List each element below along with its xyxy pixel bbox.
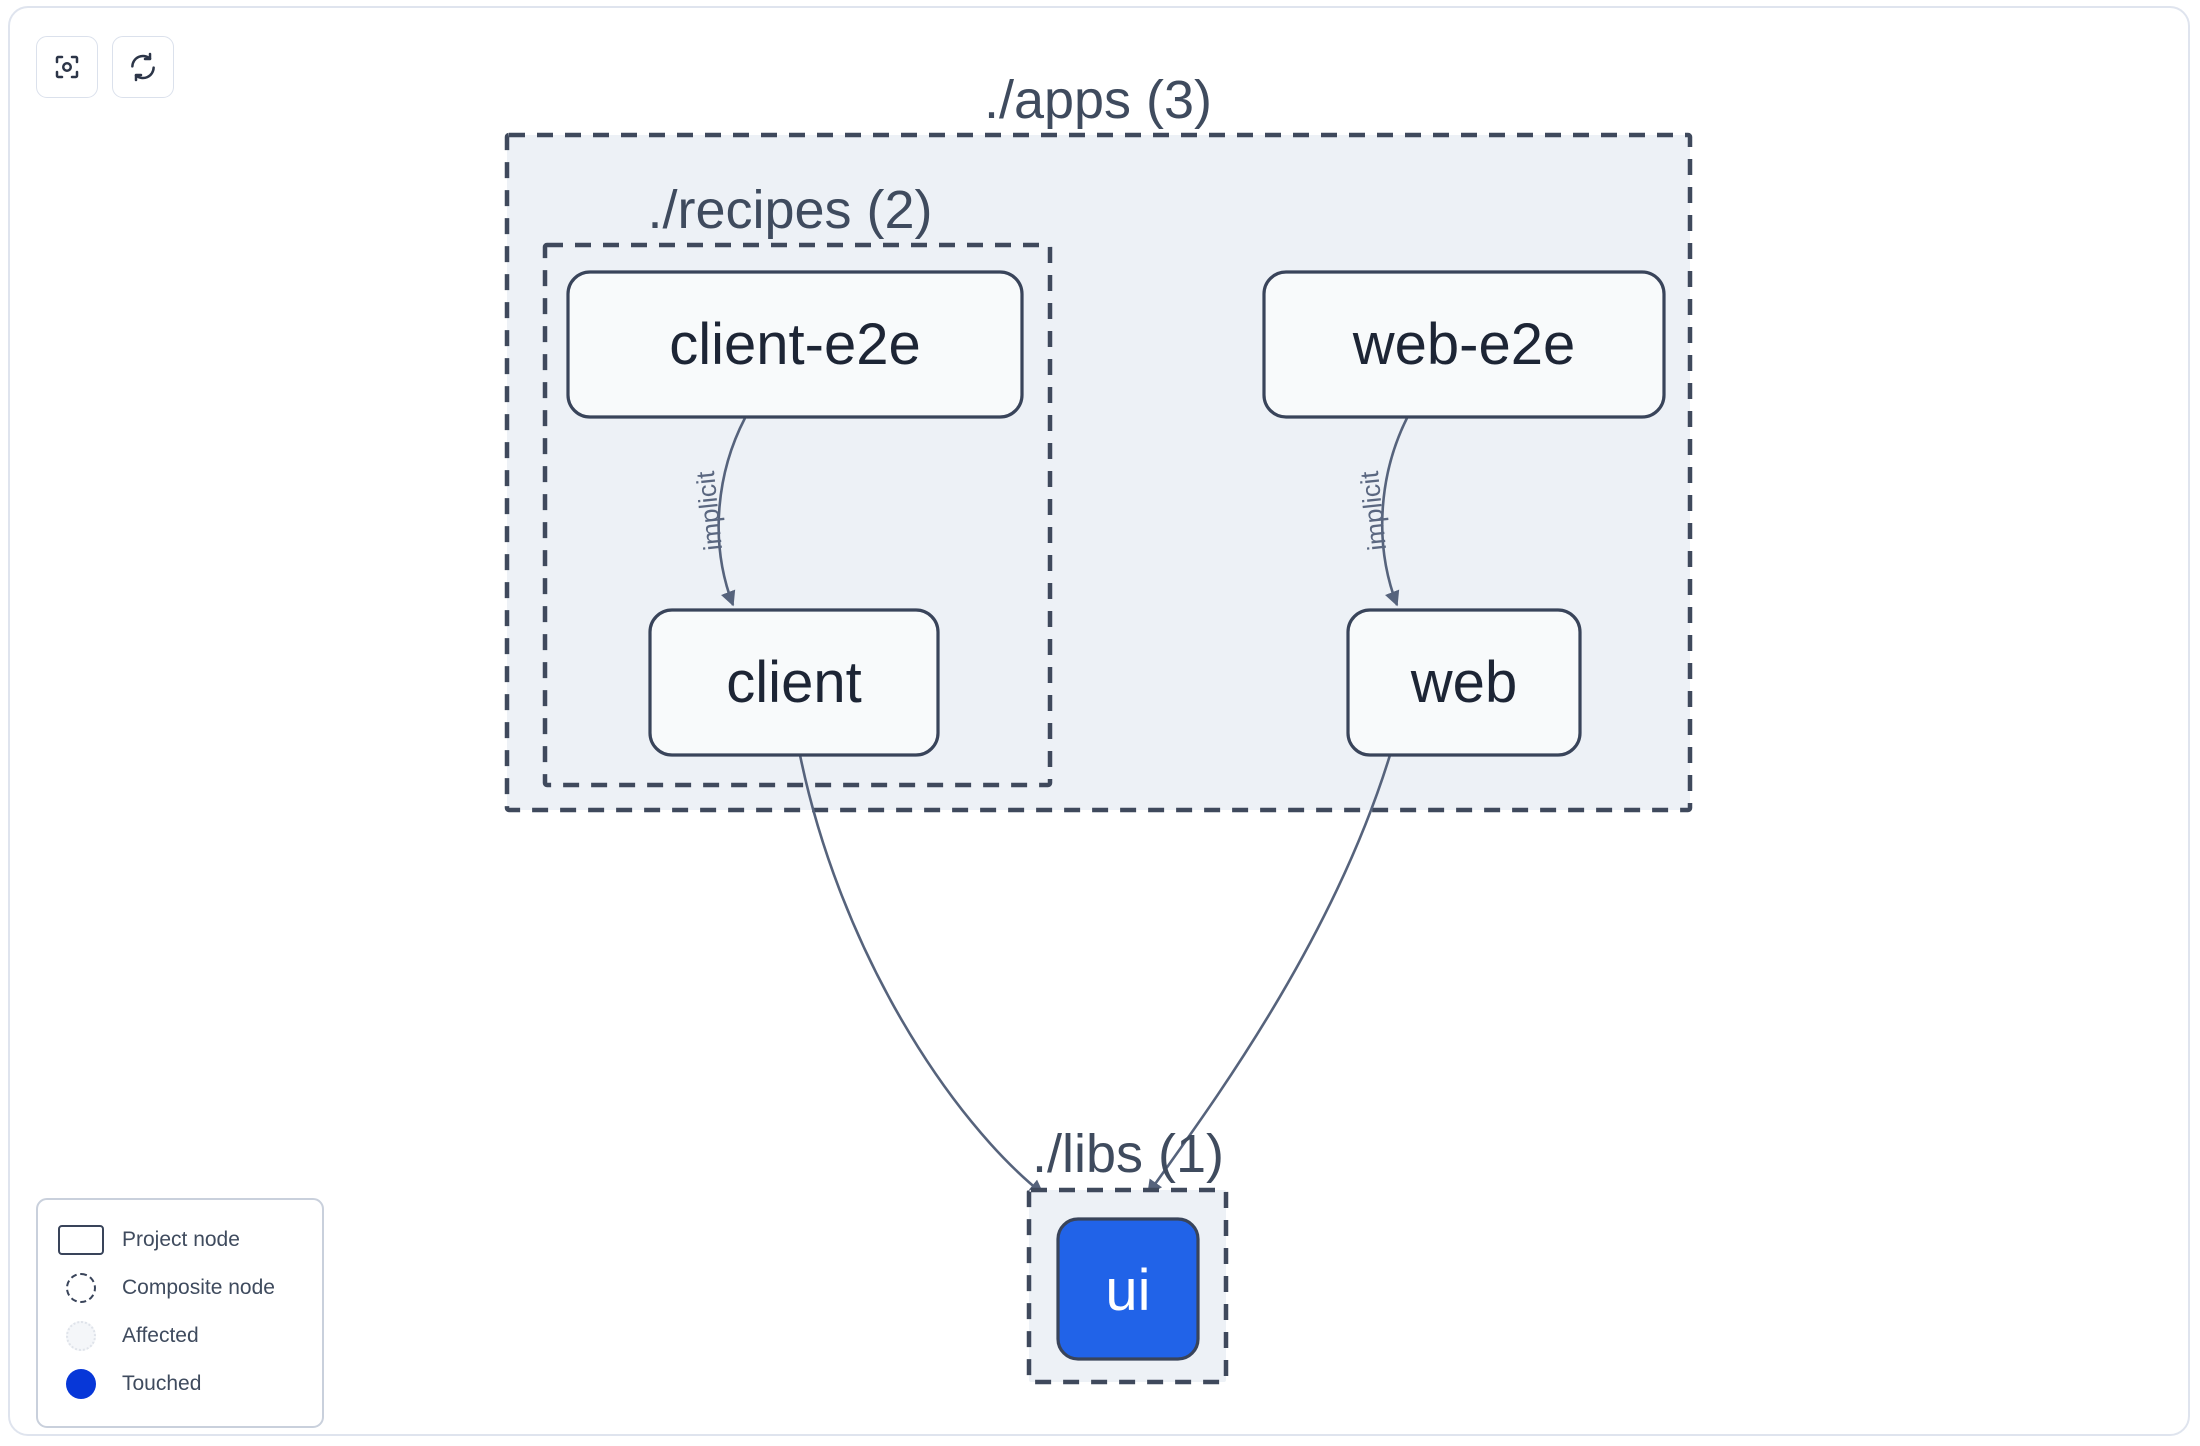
graph-legend: Project node Composite node Affected Tou… [36, 1198, 324, 1428]
legend-item-touched: Touched [56, 1360, 304, 1408]
refresh-graph-button[interactable] [112, 36, 174, 98]
group-recipes-label: ./recipes (2) [647, 180, 932, 240]
node-web-e2e-box[interactable] [1262, 270, 1666, 419]
graph-edges [717, 417, 1409, 1196]
node-web-label: web [1410, 650, 1517, 715]
group-libs-label: ./libs (1) [1032, 1124, 1224, 1184]
node-ui-label: ui [1105, 1258, 1150, 1323]
legend-item-affected: Affected [56, 1312, 304, 1360]
group-apps-label: ./apps (3) [984, 70, 1212, 130]
node-web[interactable]: web [1346, 608, 1582, 757]
edge-web-to-ui [1146, 754, 1392, 1196]
node-client-e2e-label: client-e2e [669, 312, 920, 377]
node-client-box[interactable] [648, 608, 940, 757]
legend-label-composite-node: Composite node [122, 1276, 275, 1299]
legend-label-touched: Touched [122, 1372, 202, 1395]
touched-swatch [56, 1367, 106, 1401]
composite-node-swatch [56, 1271, 106, 1305]
legend-label-affected: Affected [122, 1324, 199, 1347]
legend-item-project-node: Project node [56, 1216, 304, 1264]
node-web-e2e-label: web-e2e [1352, 312, 1575, 377]
legend-item-composite-node: Composite node [56, 1264, 304, 1312]
project-node-swatch [56, 1223, 106, 1257]
node-client-e2e-box[interactable] [566, 270, 1024, 419]
edge-client-e2e-to-client [717, 417, 747, 607]
affected-swatch [56, 1319, 106, 1353]
edge-web-e2e-to-web [1380, 417, 1409, 607]
node-client[interactable]: client [648, 608, 940, 757]
edge-client-to-ui [798, 754, 1045, 1196]
refresh-icon [128, 52, 158, 82]
node-ui-box[interactable] [1056, 1217, 1200, 1361]
focus-graph-button[interactable] [36, 36, 98, 98]
node-client-label: client [726, 650, 861, 715]
node-web-e2e[interactable]: web-e2e [1262, 270, 1666, 419]
legend-label-project-node: Project node [122, 1228, 240, 1251]
node-client-e2e[interactable]: client-e2e [566, 270, 1024, 419]
node-ui[interactable]: ui [1056, 1217, 1200, 1361]
node-web-box[interactable] [1346, 608, 1582, 757]
graph-toolbar [36, 36, 174, 98]
focus-target-icon [52, 52, 82, 82]
